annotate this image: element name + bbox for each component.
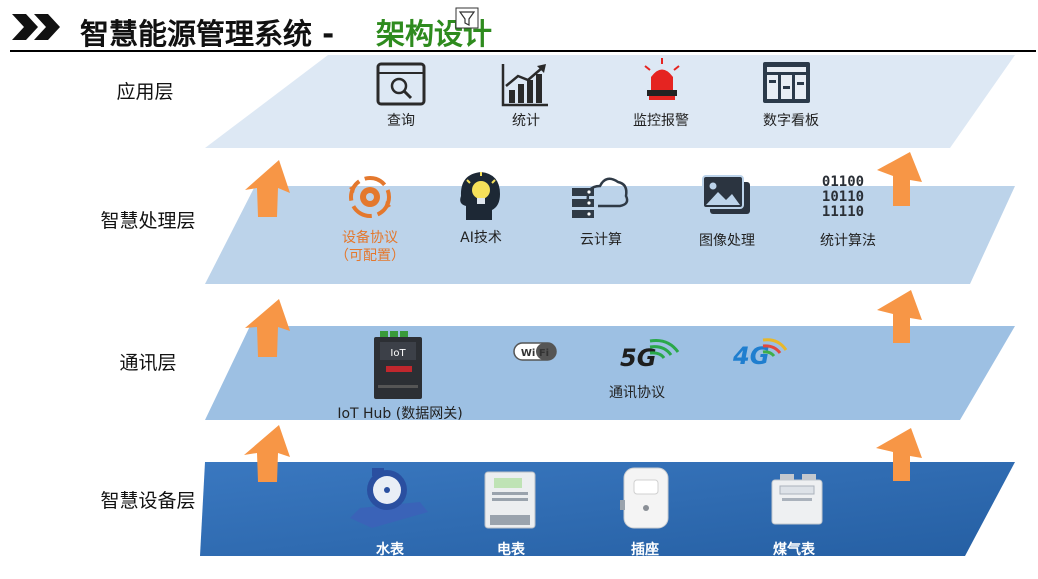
layer-name-application: 应用层 bbox=[116, 81, 173, 103]
up-arrow-icon bbox=[877, 290, 922, 343]
layer-name-communication: 通讯层 bbox=[119, 352, 176, 374]
app-item-label: 查询 bbox=[387, 113, 415, 129]
up-arrow-icon bbox=[877, 152, 922, 206]
proc-item-device-protocol[interactable]: 设备协议 （可配置） bbox=[335, 176, 405, 264]
search-window-icon bbox=[376, 62, 426, 106]
app-item-statistics[interactable]: 统计 bbox=[501, 64, 548, 129]
proc-item-cloud[interactable]: 云计算 bbox=[572, 177, 629, 248]
image-gallery-icon bbox=[702, 175, 750, 214]
water-meter-icon bbox=[350, 468, 428, 528]
layer-name-processing: 智慧处理层 bbox=[100, 210, 195, 232]
comm-item-label: 通讯协议 bbox=[609, 385, 665, 401]
layer-name-device: 智慧设备层 bbox=[100, 490, 195, 512]
svg-text:11110: 11110 bbox=[822, 204, 864, 220]
proc-item-label: 统计算法 bbox=[820, 233, 876, 249]
svg-text:IoT: IoT bbox=[390, 348, 406, 359]
ai-head-bulb-icon bbox=[460, 172, 500, 220]
bar-chart-trend-icon bbox=[501, 64, 548, 107]
up-arrow-icon bbox=[244, 425, 290, 482]
proc-item-label: 设备协议 bbox=[342, 229, 398, 246]
header: 智慧能源管理系统 - 架构设计 bbox=[10, 7, 1036, 52]
app-item-label: 统计 bbox=[512, 113, 540, 129]
proc-item-label: 云计算 bbox=[580, 232, 622, 248]
svg-text:Wi Fi: Wi Fi bbox=[521, 348, 549, 359]
5g-logo-icon: 5G bbox=[620, 339, 680, 372]
plane-processing-layer bbox=[205, 186, 1015, 284]
comm-item-4g[interactable]: 4G bbox=[732, 338, 788, 370]
app-item-label: 数字看板 bbox=[763, 113, 819, 129]
device-item-water-meter[interactable]: 水表 bbox=[350, 468, 428, 558]
dashboard-panel-icon bbox=[763, 62, 810, 103]
device-item-label: 水表 bbox=[376, 541, 405, 558]
up-arrow-icon bbox=[876, 428, 922, 481]
app-item-label: 监控报警 bbox=[633, 113, 689, 129]
smart-socket-icon bbox=[620, 467, 669, 529]
device-item-smart-socket[interactable]: 插座 bbox=[620, 467, 669, 558]
gear-cycle-icon bbox=[349, 176, 391, 218]
4g-logo-icon: 4G bbox=[732, 338, 788, 370]
electric-meter-icon bbox=[484, 471, 536, 529]
gas-meter-icon bbox=[771, 474, 823, 525]
app-item-alarm[interactable]: 监控报警 bbox=[633, 58, 689, 129]
binary-code-icon: 01100 10110 11110 bbox=[822, 174, 864, 220]
up-arrow-icon bbox=[245, 299, 290, 357]
proc-item-sublabel: （可配置） bbox=[335, 248, 405, 264]
wifi-logo-icon: Wi Fi bbox=[513, 342, 557, 361]
iot-gateway-icon: IoT bbox=[374, 331, 422, 399]
comm-item-5g[interactable]: 5G 通讯协议 bbox=[609, 339, 680, 401]
comm-item-iot-hub[interactable]: IoT IoT Hub (数据网关) bbox=[337, 331, 463, 422]
filter-icon[interactable] bbox=[455, 7, 479, 29]
proc-item-algorithm[interactable]: 01100 10110 11110 统计算法 bbox=[820, 174, 876, 249]
header-divider bbox=[10, 50, 1036, 52]
proc-item-image[interactable]: 图像处理 bbox=[699, 175, 755, 249]
up-arrow-icon bbox=[245, 160, 290, 217]
plane-device-layer bbox=[200, 462, 1015, 556]
page-title: 智慧能源管理系统 - bbox=[80, 17, 334, 51]
double-chevron-icon bbox=[12, 14, 60, 40]
app-item-search[interactable]: 查询 bbox=[376, 62, 426, 129]
proc-item-label: 图像处理 bbox=[699, 233, 755, 249]
proc-item-label: AI技术 bbox=[460, 230, 502, 246]
svg-text:01100: 01100 bbox=[822, 174, 864, 190]
app-item-dashboard[interactable]: 数字看板 bbox=[763, 62, 819, 129]
alarm-siren-icon bbox=[644, 58, 680, 100]
plane-application-layer bbox=[205, 55, 1015, 148]
device-item-label: 插座 bbox=[631, 541, 659, 558]
device-item-gas-meter[interactable]: 煤气表 bbox=[771, 474, 823, 558]
comm-item-label: IoT Hub (数据网关) bbox=[337, 406, 462, 422]
device-item-electric-meter[interactable]: 电表 bbox=[484, 471, 536, 558]
cloud-server-icon bbox=[572, 177, 629, 218]
arrows bbox=[244, 152, 922, 482]
comm-item-wifi[interactable]: Wi Fi bbox=[513, 342, 557, 361]
device-item-label: 煤气表 bbox=[773, 541, 816, 558]
proc-item-ai[interactable]: AI技术 bbox=[460, 172, 502, 246]
svg-text:10110: 10110 bbox=[822, 189, 864, 205]
svg-text:5G: 5G bbox=[620, 344, 656, 372]
device-item-label: 电表 bbox=[497, 541, 526, 558]
